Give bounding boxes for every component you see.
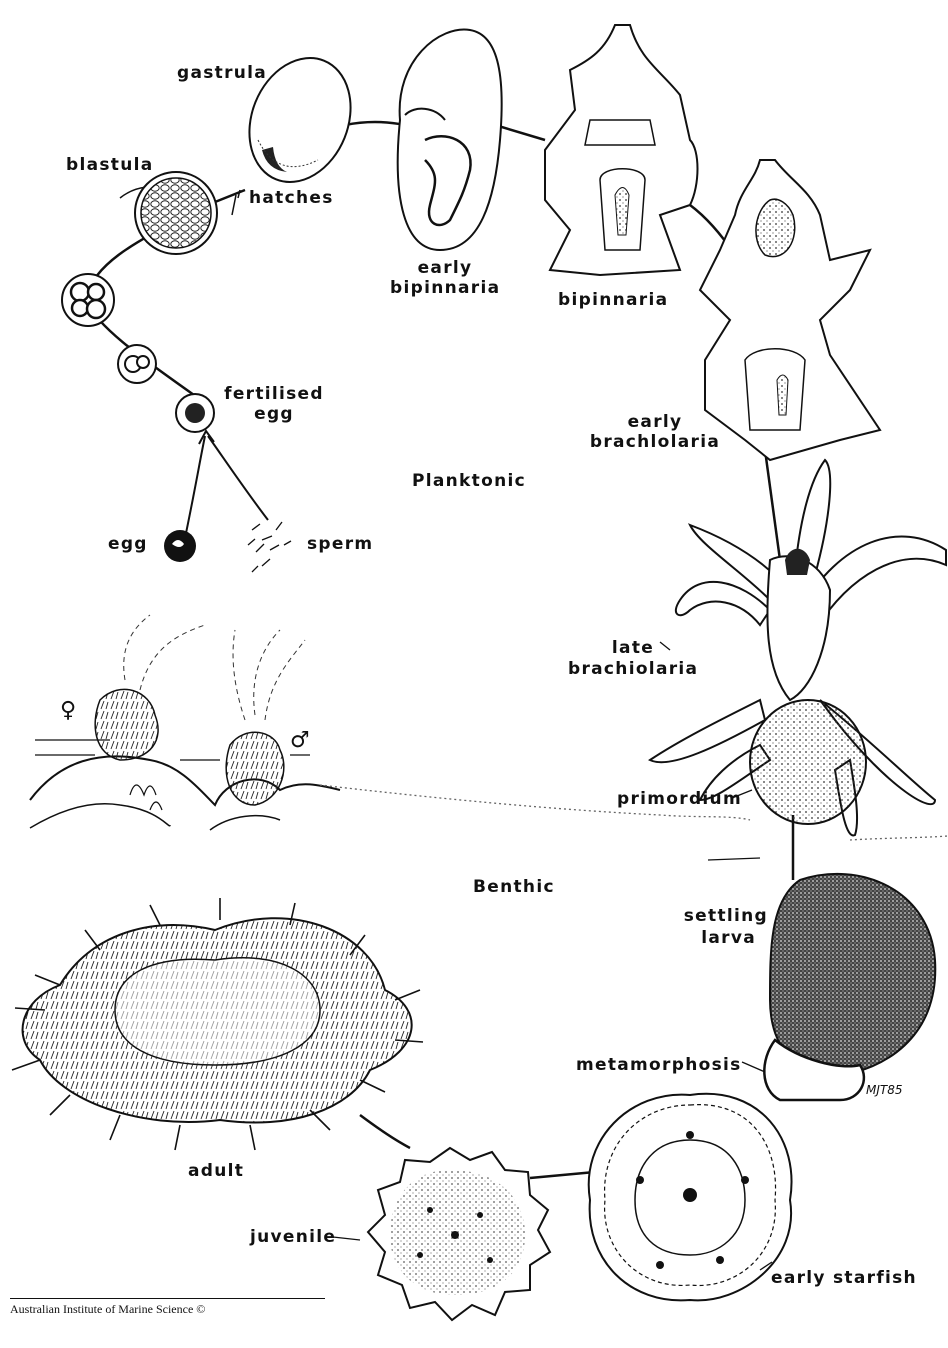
fertilised-egg-drawing <box>176 394 214 432</box>
adult-drawing <box>12 898 423 1150</box>
bipinnaria-label: bipinnaria <box>558 290 668 310</box>
fertilised-egg-label-line1: fertilised <box>218 384 330 404</box>
fertilised-egg-label-line2: egg <box>218 404 330 424</box>
early-bipinnaria-label-line1: early <box>390 258 500 278</box>
egg-label: egg <box>108 534 148 554</box>
early-bipinnaria-drawing <box>398 30 502 250</box>
hatches-label: hatches <box>249 188 334 208</box>
sperm-drawing <box>248 522 291 572</box>
zone-planktonic-label: Planktonic <box>412 471 526 491</box>
early-brachiolaria-label-line2: brachlolaria <box>585 432 725 452</box>
settling-larva-label-line2: larva <box>640 928 756 948</box>
gastrula-label: gastrula <box>177 63 267 83</box>
early-bipinnaria-label-line2: bipinnaria <box>390 278 500 298</box>
zone-benthic-label: Benthic <box>473 877 555 897</box>
bipinnaria-drawing <box>545 25 698 275</box>
male-symbol: ♂ <box>290 728 310 753</box>
metamorphosis-label: metamorphosis <box>576 1055 742 1075</box>
early-brachiolaria-label-line1: early <box>585 412 725 432</box>
fertilisation-arrows <box>185 431 268 538</box>
primordium-label: primordium <box>617 789 742 809</box>
settling-larva-drawing <box>764 874 935 1100</box>
juvenile-drawing <box>368 1148 550 1320</box>
juvenile-label: juvenile <box>250 1227 336 1247</box>
artist-signature: MJT85 <box>866 1083 903 1097</box>
sperm-label: sperm <box>307 534 373 554</box>
female-symbol: ♀ <box>60 698 76 723</box>
two-cell-drawing <box>118 345 156 383</box>
late-brachiolaria-label-line2: brachiolaria <box>568 659 698 679</box>
blastula-label: blastula <box>66 155 154 175</box>
adult-label: adult <box>188 1161 244 1181</box>
spawning-adults-drawing <box>30 615 340 830</box>
early-brachiolaria-drawing <box>700 160 880 460</box>
blastula-drawing <box>120 172 217 254</box>
settling-larva-label-line1: settling <box>640 906 768 926</box>
credit-line: Australian Institute of Marine Science © <box>10 1298 325 1317</box>
early-starfish-label: early starfish <box>771 1268 917 1288</box>
late-brachiolaria-label-line1: late <box>568 638 698 658</box>
four-cell-drawing <box>62 274 114 326</box>
